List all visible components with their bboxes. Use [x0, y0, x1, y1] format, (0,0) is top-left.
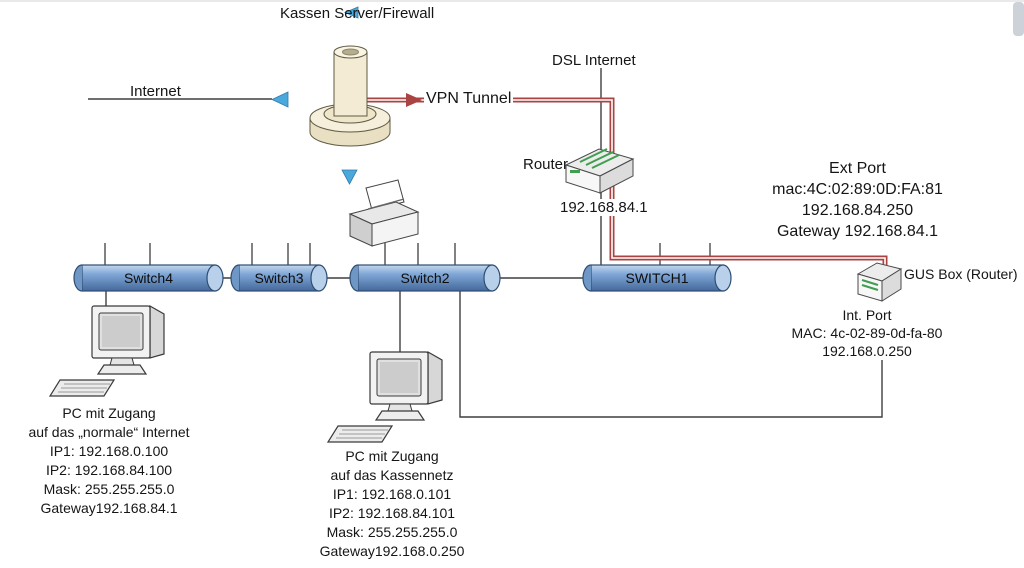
pc2-mask: Mask: 255.255.255.0 [326, 524, 458, 540]
switch1-label: SWITCH1 [625, 270, 689, 286]
switch3-label: Switch3 [254, 270, 304, 286]
pc1-name-line1: PC mit Zugang [62, 405, 156, 421]
vpn-tunnel-label: VPN Tunnel [424, 90, 514, 108]
pc1-gateway: Gateway192.168.84.1 [40, 500, 178, 516]
gus-box-icon [856, 262, 903, 302]
pc1-info: PC mit Zugang auf das „normale“ Internet… [9, 404, 209, 518]
switch1-cylinder [582, 264, 732, 292]
ext-port-gateway: Gateway 192.168.84.1 [776, 223, 938, 240]
switch4-cylinder [73, 264, 224, 292]
dsl-internet-label: DSL Internet [552, 52, 636, 69]
pc2-ip1: IP1: 192.168.0.101 [332, 486, 452, 502]
vpn-tunnel-line [366, 93, 888, 268]
pc1-ip1: IP1: 192.168.0.100 [49, 443, 169, 459]
cursor-arrow-icon [343, 6, 359, 19]
ext-port-ip: 192.168.84.250 [801, 202, 914, 219]
int-port-ip: 192.168.0.250 [822, 343, 912, 359]
switch3-cylinder [230, 264, 328, 292]
pc2-name-line2: auf das Kassennetz [330, 467, 454, 483]
ext-port-mac: mac:4C:02:89:0D:FA:81 [772, 181, 943, 198]
pc2-info: PC mit Zugang auf das Kassennetz IP1: 19… [292, 447, 492, 561]
pc2-ip2: IP2: 192.168.84.101 [328, 505, 456, 521]
pc2-name-line1: PC mit Zugang [345, 448, 439, 464]
internet-label: Internet [130, 83, 181, 100]
pc2-icon [327, 351, 443, 443]
internet-arrow-left-icon [271, 91, 289, 108]
pc1-name-line2: auf das „normale“ Internet [28, 424, 190, 440]
router-ip-label: 192.168.84.1 [558, 199, 650, 216]
pc1-ip2: IP2: 192.168.84.100 [45, 462, 173, 478]
ext-port-info: Ext Port mac:4C:02:89:0D:FA:81 192.168.8… [745, 158, 970, 242]
ext-port-title: Ext Port [829, 160, 886, 177]
printer-icon [348, 179, 420, 247]
gus-box-label: GUS Box (Router) [904, 266, 1018, 282]
pc2-gateway: Gateway192.168.0.250 [319, 543, 465, 559]
pc1-mask: Mask: 255.255.255.0 [43, 481, 175, 497]
int-port-mac: MAC: 4c-02-89-0d-fa-80 [791, 325, 943, 341]
scrollbar-artifact [1013, 2, 1024, 36]
router-icon [564, 148, 635, 194]
switch2-label: Switch2 [400, 270, 450, 286]
vpn-arrow-icon [406, 93, 422, 107]
pc1-icon [49, 305, 165, 397]
switch2-cylinder [349, 264, 501, 292]
int-port-info: Int. Port MAC: 4c-02-89-0d-fa-80 192.168… [777, 306, 957, 360]
switch-port-ticks [104, 243, 711, 265]
switch4-label: Switch4 [123, 270, 174, 286]
firewall-icon [309, 45, 391, 147]
switch2-to-gus-line [459, 291, 883, 418]
arrow-down-icon [341, 169, 358, 185]
int-port-title: Int. Port [842, 307, 892, 323]
kassen-server-label: Kassen Server/Firewall [280, 5, 435, 22]
router-label: Router [523, 156, 569, 173]
